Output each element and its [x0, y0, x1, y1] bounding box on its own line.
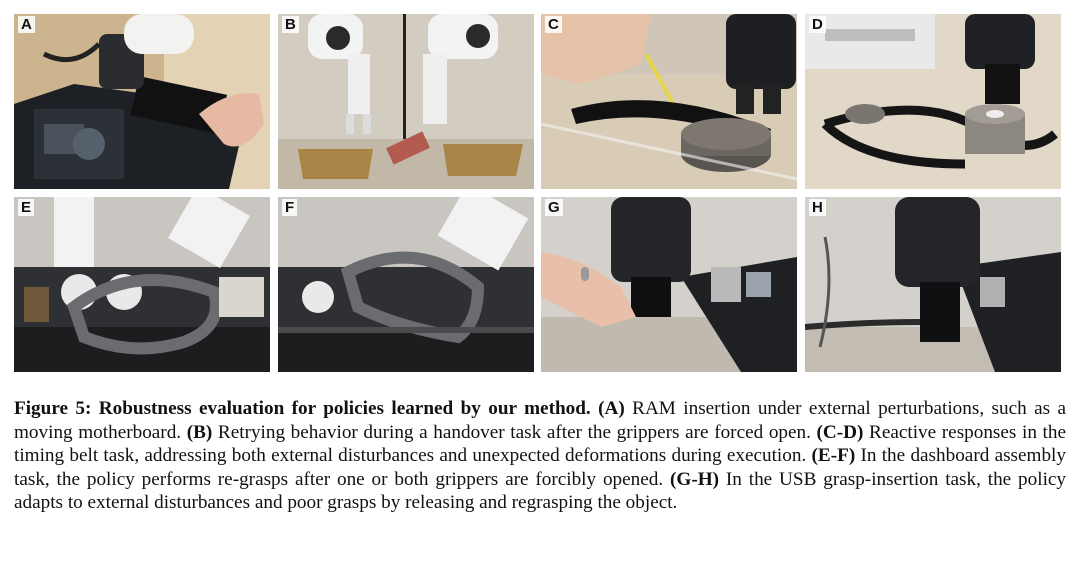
usb-insertion-photo [805, 197, 1061, 372]
caption-tag-cd: (C-D) [816, 421, 864, 443]
panel-e-dashboard: E [14, 197, 270, 372]
caption-text-a: RAM insertion under external perturbatio… [14, 398, 1067, 443]
caption-text-b: Retrying behavior during a handover task… [212, 421, 817, 443]
figure-caption: Figure 5: Robustness evaluation for poli… [14, 397, 1066, 515]
panel-a-ram-insertion: A [14, 14, 270, 189]
panel-label: F [282, 199, 298, 216]
panel-label: C [545, 16, 562, 33]
panel-f-dashboard: F [278, 197, 534, 372]
caption-text-ef: In the dashboard assembly task, the poli… [14, 445, 1066, 490]
caption-text-cd: Reactive responses in the timing belt ta… [14, 421, 1066, 467]
handover-photo [278, 14, 534, 189]
panel-label: B [282, 16, 299, 33]
panel-b-handover: B [278, 14, 534, 189]
dashboard-photo [14, 197, 270, 372]
caption-tag-b: (B) [186, 421, 213, 443]
caption-tag-ef: (E-F) [811, 445, 856, 467]
panel-label: G [545, 199, 563, 216]
dashboard-photo [278, 197, 534, 372]
panel-h-usb: H [805, 197, 1061, 372]
panel-label: D [809, 16, 826, 33]
panel-label: E [18, 199, 35, 216]
panel-label: H [809, 199, 826, 216]
usb-insertion-photo [541, 197, 797, 372]
panel-d-timing-belt: D [805, 14, 1061, 189]
timing-belt-photo [541, 14, 797, 189]
timing-belt-photo [805, 14, 1061, 189]
panel-label: A [18, 16, 35, 33]
caption-tag-a: (A) [598, 398, 625, 419]
ram-insertion-photo [14, 14, 270, 189]
caption-title: Figure 5: Robustness evaluation for poli… [14, 398, 591, 419]
panel-g-usb: G [541, 197, 797, 372]
panel-c-timing-belt: C [541, 14, 797, 189]
caption-tag-gh: (G-H) [670, 468, 720, 490]
caption-text-gh: In the USB grasp-insertion task, the pol… [14, 468, 1067, 514]
